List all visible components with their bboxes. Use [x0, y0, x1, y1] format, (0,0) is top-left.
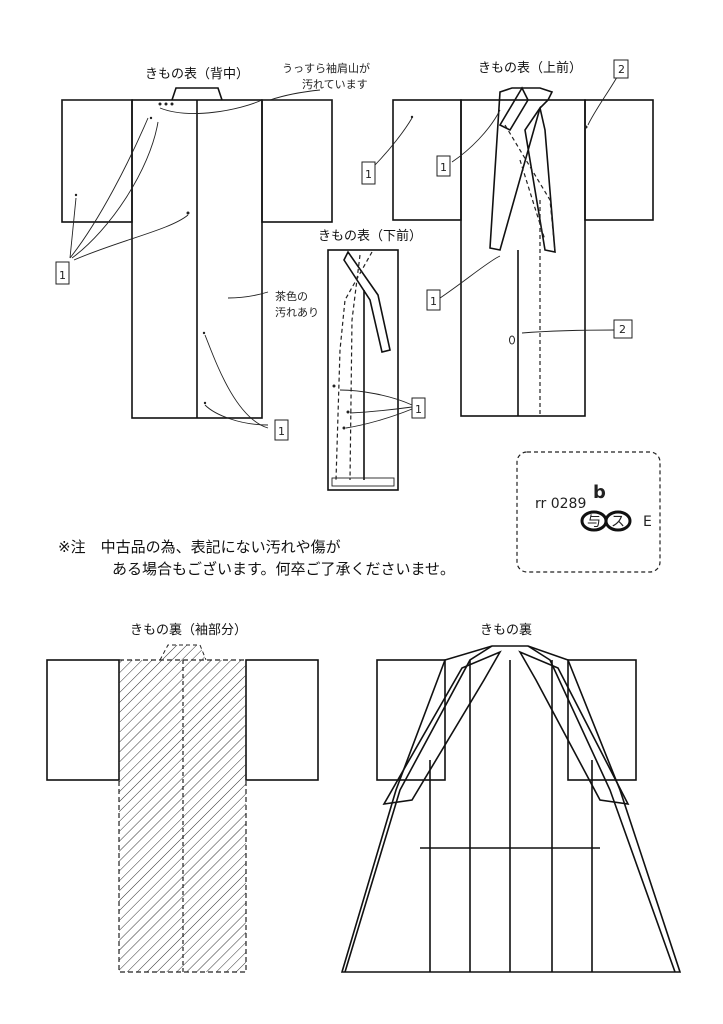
shoulder-stain-note-1: うっすら袖肩山が: [282, 61, 370, 75]
svg-text:ス: ス: [611, 514, 625, 530]
kimono-front-upper-view: [371, 71, 654, 417]
kimono-lining-view: [340, 645, 682, 973]
svg-text:1: 1: [365, 168, 372, 181]
grade-letter: E: [643, 514, 652, 530]
svg-text:2: 2: [619, 323, 626, 336]
staff-stamps: 与 ス: [580, 510, 632, 532]
marker-2-front-mid: 2: [613, 319, 633, 339]
notice-line-2: ある場合もございます。何卒ご了承くださいませ。: [112, 560, 455, 578]
svg-text:2: 2: [618, 63, 625, 76]
product-code-box: [516, 451, 661, 573]
tea-stain-note-2: 汚れあり: [275, 306, 319, 319]
svg-text:1: 1: [440, 161, 447, 174]
svg-text:与: 与: [587, 514, 601, 530]
notice-line-1: ※注 中古品の為、表記にない汚れや傷が: [58, 538, 341, 556]
kimono-back-view: [61, 87, 333, 429]
title-back-center: きもの表（背中）: [145, 67, 249, 82]
marker-1-front-upper-left: 1: [361, 161, 376, 185]
kimono-lining-sleeve-view: [46, 644, 319, 973]
title-front-upper: きもの表（上前）: [478, 60, 582, 76]
product-code: rr 0289: [535, 496, 586, 512]
svg-text:1: 1: [59, 269, 66, 282]
svg-text:1: 1: [430, 295, 437, 308]
shoulder-stain-note-2: 汚れています: [302, 78, 368, 91]
tea-stain-note-1: 茶色の: [275, 289, 308, 303]
title-lining: きもの裏: [480, 623, 532, 638]
marker-1-back-bottom: 1: [274, 419, 289, 441]
marker-2-front-top: 2: [613, 59, 629, 79]
marker-1-front-upper-mid: 1: [436, 155, 451, 177]
kimono-front-lower-view: [327, 249, 413, 491]
product-code-suffix: b: [593, 482, 606, 503]
svg-text:1: 1: [278, 425, 285, 438]
marker-1-back-left: 1: [55, 261, 70, 285]
marker-1-front-upper-lower: 1: [426, 289, 441, 311]
title-front-lower: きもの表（下前）: [318, 228, 422, 244]
svg-text:1: 1: [415, 403, 422, 416]
marker-1-front-lower: 1: [411, 397, 426, 419]
title-lining-sleeve: きもの裏（袖部分）: [130, 623, 247, 638]
